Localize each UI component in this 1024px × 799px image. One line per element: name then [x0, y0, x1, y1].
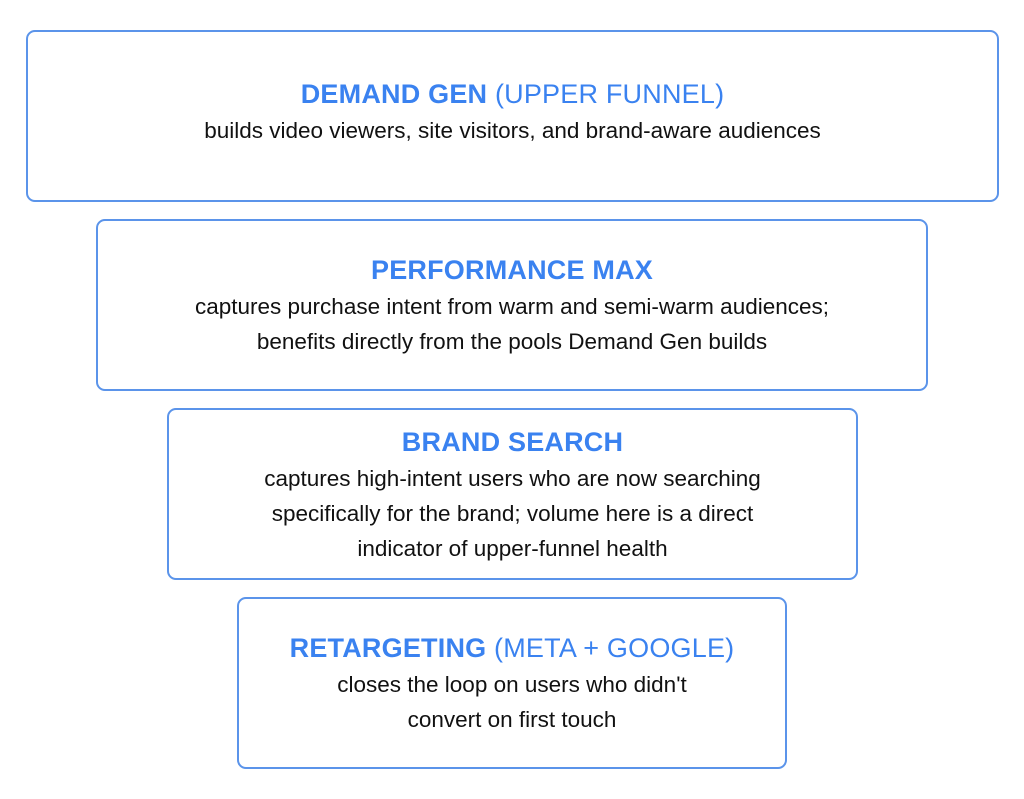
stage-description: captures purchase intent from warm and s… — [195, 289, 829, 359]
stage-title: PERFORMANCE MAX — [371, 251, 653, 289]
stage-description: builds video viewers, site visitors, and… — [204, 113, 821, 148]
stage-description-line: benefits directly from the pools Demand … — [256, 329, 768, 354]
stage-description: closes the loop on users who didn't conv… — [337, 667, 687, 737]
stage-description: captures high-intent users who are now s… — [264, 461, 761, 566]
stage-title-bold: DEMAND GEN — [300, 78, 488, 109]
stage-title: RETARGETING (META + GOOGLE) — [290, 629, 735, 667]
stage-title-bold: PERFORMANCE MAX — [370, 255, 653, 285]
stage-title: DEMAND GEN (UPPER FUNNEL) — [301, 75, 725, 113]
stage-description-line: specifically for the brand; volume here … — [271, 500, 754, 526]
stage-description-line: convert on first touch — [407, 707, 617, 732]
funnel-stage-demand-gen: DEMAND GEN (UPPER FUNNEL) builds video v… — [26, 30, 999, 202]
stage-title-light: (UPPER FUNNEL) — [494, 78, 725, 109]
stage-description-line: indicator of upper-funnel health — [357, 535, 668, 561]
funnel-stage-retargeting: RETARGETING (META + GOOGLE) closes the l… — [237, 597, 787, 769]
funnel-stage-brand-search: BRAND SEARCH captures high-intent users … — [167, 408, 858, 580]
stage-description-line: captures purchase intent from warm and s… — [194, 294, 830, 319]
stage-description-line: captures high-intent users who are now s… — [264, 465, 761, 491]
stage-description-line: closes the loop on users who didn't — [337, 672, 687, 697]
funnel-stage-performance-max: PERFORMANCE MAX captures purchase intent… — [96, 219, 928, 391]
stage-title-light: (META + GOOGLE) — [494, 633, 735, 663]
stage-title-bold: BRAND SEARCH — [401, 426, 624, 457]
stage-title: BRAND SEARCH — [402, 423, 623, 461]
stage-title-bold: RETARGETING — [289, 633, 487, 663]
stage-description-line: builds video viewers, site visitors, and… — [204, 117, 821, 143]
